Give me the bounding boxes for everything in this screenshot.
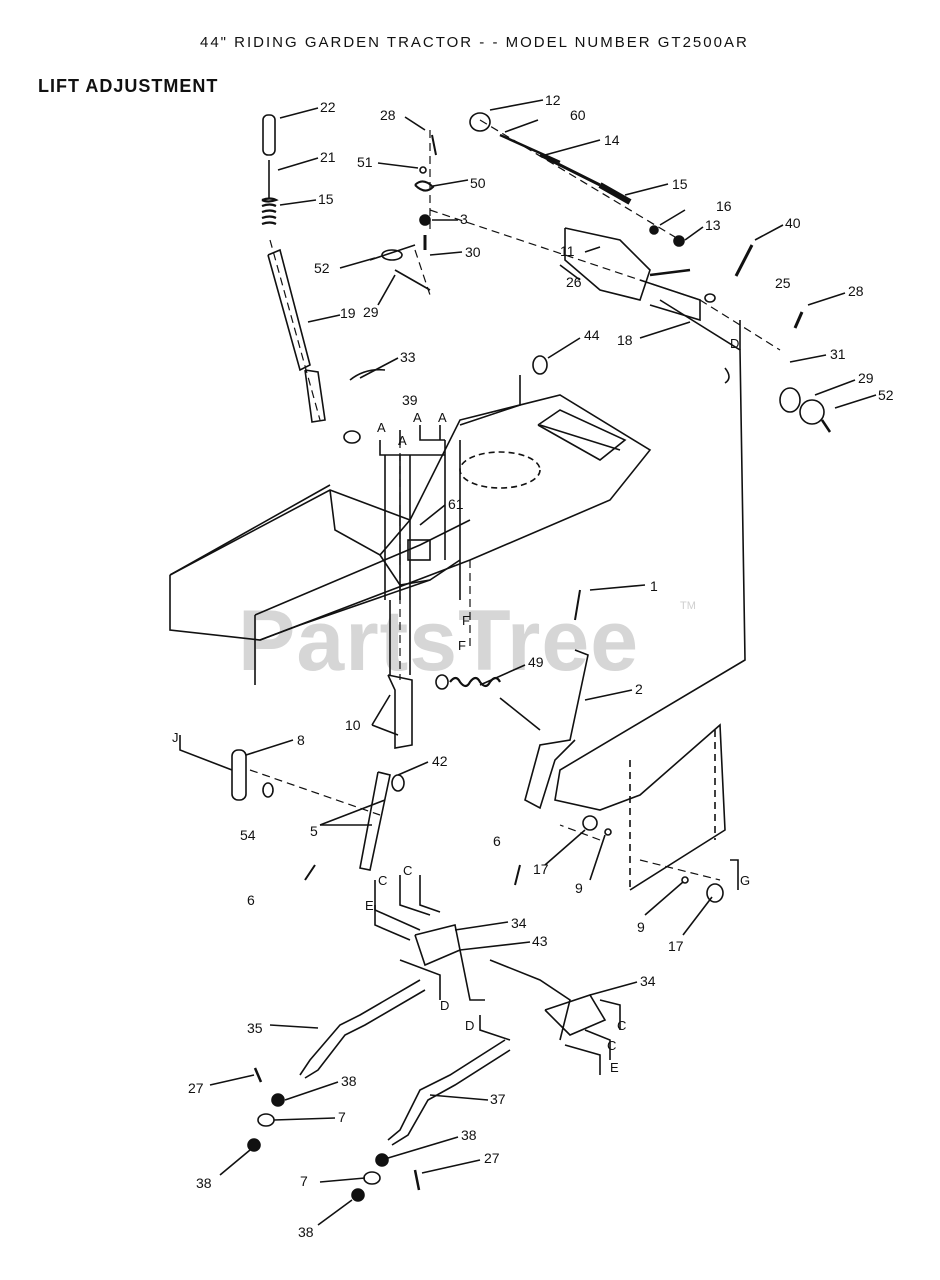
ref-letter-f: F (458, 638, 466, 653)
callout-16: 16 (716, 198, 732, 214)
callout-34: 34 (511, 915, 527, 931)
right-housing (554, 299, 746, 891)
callout-42: 42 (432, 753, 448, 769)
spring-and-lever (435, 589, 589, 810)
callout-14: 14 (604, 132, 620, 148)
callout-38: 38 (341, 1073, 357, 1089)
callout-7: 7 (338, 1109, 346, 1125)
callout-10: 10 (345, 717, 361, 733)
callout-19: 19 (340, 305, 356, 321)
callout-52: 52 (878, 387, 894, 403)
callout-37: 37 (490, 1091, 506, 1107)
ref-letter-a: A (398, 433, 407, 448)
callout-34: 34 (640, 973, 656, 989)
callout-3: 3 (460, 211, 468, 227)
callout-6: 6 (247, 892, 255, 908)
ref-letter-d: D (440, 998, 449, 1013)
callout-51: 51 (357, 154, 373, 170)
callout-9: 9 (575, 880, 583, 896)
callouts: 22 21 15 28 51 50 3 30 52 19 29 12 60 14… (188, 92, 894, 1240)
callout-6: 6 (493, 833, 501, 849)
callout-49: 49 (528, 654, 544, 670)
callout-33: 33 (400, 349, 416, 365)
pivot-hardware (369, 134, 437, 291)
callout-26: 26 (566, 274, 582, 290)
callout-52: 52 (314, 260, 330, 276)
callout-12: 12 (545, 92, 561, 108)
ref-letter-d: D (730, 336, 739, 351)
ref-letter-g: G (740, 873, 750, 888)
callout-2: 2 (635, 681, 643, 697)
callout-1: 1 (650, 578, 658, 594)
left-link: J (172, 730, 521, 886)
callout-40: 40 (785, 215, 801, 231)
diagram-header: 44" RIDING GARDEN TRACTOR - - MODEL NUMB… (200, 34, 749, 51)
ref-letter-a: A (438, 410, 447, 425)
callout-27: 27 (484, 1150, 500, 1166)
callout-44: 44 (584, 327, 600, 343)
frame-plate (169, 394, 652, 685)
washers: G (582, 815, 750, 903)
watermark-trademark: TM (680, 600, 696, 612)
ref-letter-c: C (607, 1038, 616, 1053)
section-title: LIFT ADJUSTMENT (38, 76, 219, 96)
lower-bracket (387, 600, 413, 749)
callout-38: 38 (298, 1224, 314, 1240)
callout-38: 38 (196, 1175, 212, 1191)
callout-21: 21 (320, 149, 336, 165)
callout-28: 28 (380, 107, 396, 123)
callout-5: 5 (310, 823, 318, 839)
ref-letter-c: C (617, 1018, 626, 1033)
callout-15: 15 (672, 176, 688, 192)
callout-30: 30 (465, 244, 481, 260)
ref-letter-e: E (610, 1060, 619, 1075)
callout-39: 39 (402, 392, 418, 408)
callout-29: 29 (858, 370, 874, 386)
lift-lever (261, 114, 326, 423)
ref-letter-a: A (377, 420, 386, 435)
callout-13: 13 (705, 217, 721, 233)
ref-letter-a: A (413, 410, 422, 425)
bellcrank-brackets: C C E D D C C E F F (365, 613, 626, 1075)
center-bracket (564, 227, 716, 322)
bottom-hardware (247, 1067, 421, 1202)
adjustment-rod (469, 112, 754, 277)
callout-9: 9 (637, 919, 645, 935)
callout-27: 27 (188, 1080, 204, 1096)
callout-60: 60 (570, 107, 586, 123)
ref-letter-c: C (378, 873, 387, 888)
assembly-lines (249, 119, 781, 881)
callout-38: 38 (461, 1127, 477, 1143)
callout-18: 18 (617, 332, 633, 348)
callout-61: 61 (448, 496, 464, 512)
callout-7: 7 (300, 1173, 308, 1189)
callout-17: 17 (668, 938, 684, 954)
watermark-logo: PartsTree (238, 593, 640, 689)
ref-letter-d: D (465, 1018, 474, 1033)
callout-17: 17 (533, 861, 549, 877)
ref-letter-c: C (403, 863, 412, 878)
ref-letter-e: E (365, 898, 374, 913)
callout-28: 28 (848, 283, 864, 299)
ref-letter-j: J (172, 730, 179, 745)
lift-arms (299, 979, 511, 1146)
callout-50: 50 (470, 175, 486, 191)
callout-43: 43 (532, 933, 548, 949)
callout-54: 54 (240, 827, 256, 843)
callout-25: 25 (775, 275, 791, 291)
callout-22: 22 (320, 99, 336, 115)
callout-35: 35 (247, 1020, 263, 1036)
callout-31: 31 (830, 346, 846, 362)
right-pivot-hardware: D (532, 311, 832, 433)
lift-link-cluster: A A A A (343, 368, 521, 600)
ref-letter-f: F (462, 613, 470, 628)
callout-29: 29 (363, 304, 379, 320)
callout-15: 15 (318, 191, 334, 207)
callout-8: 8 (297, 732, 305, 748)
callout-11: 11 (560, 243, 575, 259)
